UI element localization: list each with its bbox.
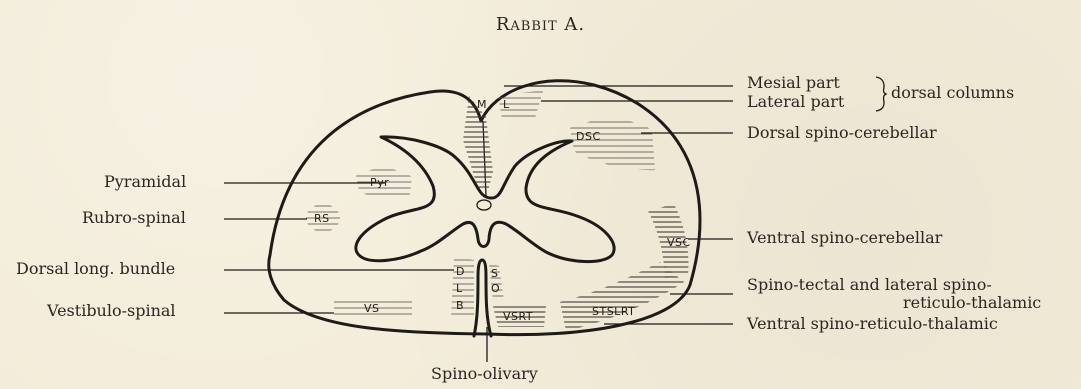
tag-mesial: M — [477, 98, 487, 111]
tag-dlb-l: L — [456, 282, 463, 295]
stslrt-region — [560, 262, 684, 331]
ventral-fissure — [474, 260, 491, 336]
label-lateral-part: Lateral part — [747, 93, 844, 111]
label-ventral-spino-reticulo-thalamic: Ventral spino-reticulo-thalamic — [747, 315, 998, 333]
label-spino-olivary: Spino-olivary — [431, 365, 538, 383]
dsc-region — [570, 119, 655, 170]
label-rubro-spinal: Rubro-spinal — [82, 209, 186, 227]
tag-vs: VS — [364, 302, 380, 315]
label-dorsal-long-bundle: Dorsal long. bundle — [16, 260, 175, 278]
tag-vsc: VSC — [667, 236, 691, 249]
label-ventral-spino-cerebellar: Ventral spino-cerebellar — [747, 229, 942, 247]
tag-dlb-b: B — [456, 299, 464, 312]
label-mesial-part: Mesial part — [747, 74, 840, 92]
tag-so-o: O — [491, 282, 500, 295]
label-vestibulo-spinal: Vestibulo-spinal — [47, 302, 176, 320]
central-canal — [477, 200, 491, 210]
tag-so-s: S — [491, 267, 498, 280]
tag-dlb-d: D — [456, 265, 465, 278]
label-dorsal-columns: dorsal columns — [891, 84, 1014, 102]
tag-stslrt: STSLRT — [592, 305, 635, 318]
tag-lateral: L — [503, 98, 510, 111]
tag-vsrt: VSRT — [503, 310, 533, 323]
tag-rubro: RS — [314, 212, 330, 225]
tag-dsc: DSC — [576, 130, 601, 143]
label-spino-tectal-line-1: Spino-tectal and lateral spino- — [747, 276, 992, 294]
label-dorsal-spino-cerebellar: Dorsal spino-cerebellar — [747, 124, 937, 142]
dorsal-columns-brace — [876, 77, 886, 111]
label-pyramidal: Pyramidal — [104, 173, 186, 191]
label-spino-tectal-line-2: reticulo-thalamic — [903, 294, 1041, 312]
